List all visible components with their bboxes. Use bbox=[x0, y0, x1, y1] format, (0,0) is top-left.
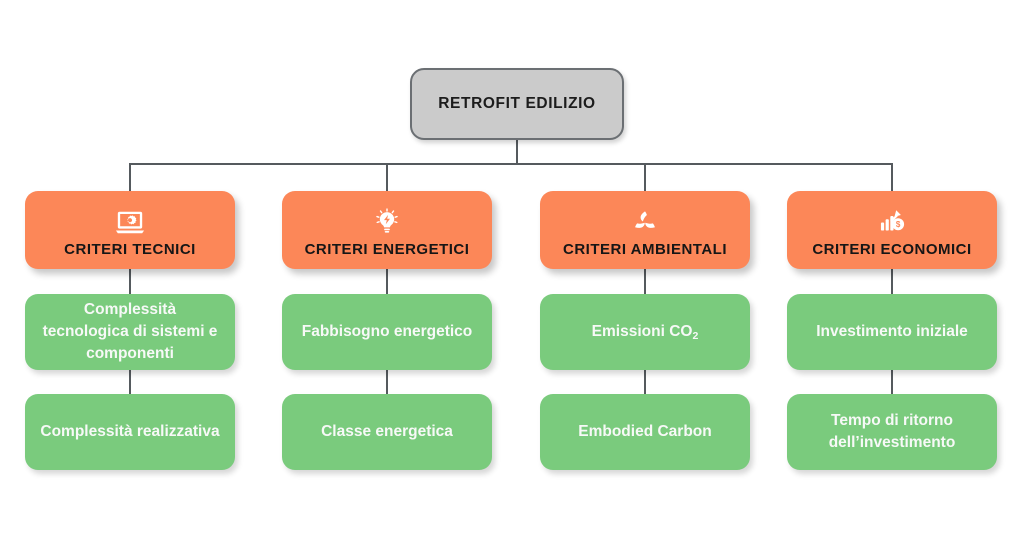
connector-bus-to-branch-4 bbox=[891, 163, 893, 191]
recycle-leaves-icon bbox=[630, 207, 660, 237]
connector-leaf-1-to-leaf-2-col-1 bbox=[129, 370, 131, 394]
branch-node-label: CRITERI AMBIENTALI bbox=[563, 240, 727, 258]
branch-node-label: CRITERI ENERGETICI bbox=[304, 240, 470, 258]
lightbulb-bolt-icon bbox=[372, 207, 402, 237]
root-node-label: RETROFIT EDILIZIO bbox=[438, 95, 596, 112]
leaf-node-classe-energetica[interactable]: Classe energetica bbox=[282, 394, 492, 470]
branch-node-criteri-economici[interactable]: $ CRITERI ECONOMICI bbox=[787, 191, 997, 269]
leaf-node-investimento-iniziale[interactable]: Investimento iniziale bbox=[787, 294, 997, 370]
leaf-node-label: Investimento iniziale bbox=[816, 323, 968, 340]
leaf-node-label: Embodied Carbon bbox=[578, 423, 712, 440]
connector-horizontal-bus bbox=[130, 163, 892, 165]
branch-node-label: CRITERI ECONOMICI bbox=[812, 240, 972, 258]
branch-node-criteri-ambientali[interactable]: CRITERI AMBIENTALI bbox=[540, 191, 750, 269]
leaf-node-label: Tempo di ritorno dell’investimento bbox=[828, 412, 956, 451]
branch-node-criteri-energetici[interactable]: CRITERI ENERGETICI bbox=[282, 191, 492, 269]
leaf-node-fabbisogno-energetico[interactable]: Fabbisogno energetico bbox=[282, 294, 492, 370]
svg-text:$: $ bbox=[896, 220, 901, 229]
connector-bus-to-branch-2 bbox=[386, 163, 388, 191]
leaf-node-label: Emissioni CO2 bbox=[578, 321, 713, 343]
leaf-node-complessita-tecnologica[interactable]: Complessità tecnologica di sistemi e com… bbox=[25, 294, 235, 370]
leaf-node-label: Complessità realizzativa bbox=[40, 423, 220, 440]
leaf-node-tempo-di-ritorno[interactable]: Tempo di ritorno dell’investimento bbox=[787, 394, 997, 470]
leaf-node-complessita-realizzativa[interactable]: Complessità realizzativa bbox=[25, 394, 235, 470]
leaf-node-label: Complessità tecnologica di sistemi e com… bbox=[42, 301, 218, 362]
branch-node-criteri-tecnici[interactable]: CRITERI TECNICI bbox=[25, 191, 235, 269]
connector-leaf-1-to-leaf-2-col-3 bbox=[644, 370, 646, 394]
laptop-gear-icon bbox=[115, 207, 145, 237]
connector-root-stem bbox=[516, 140, 518, 165]
connector-branch-4-to-leaf-1 bbox=[891, 268, 893, 294]
connector-branch-1-to-leaf-1 bbox=[129, 268, 131, 294]
connector-leaf-1-to-leaf-2-col-4 bbox=[891, 370, 893, 394]
root-node-retrofit-edilizio[interactable]: RETROFIT EDILIZIO bbox=[410, 68, 624, 140]
connector-bus-to-branch-3 bbox=[644, 163, 646, 191]
leaf-node-label: Fabbisogno energetico bbox=[301, 323, 473, 340]
leaf-node-label: Classe energetica bbox=[321, 423, 453, 440]
leaf-node-label-subscript: 2 bbox=[692, 330, 699, 342]
leaf-node-embodied-carbon[interactable]: Embodied Carbon bbox=[540, 394, 750, 470]
connector-branch-3-to-leaf-1 bbox=[644, 268, 646, 294]
leaf-node-emissioni-co2[interactable]: Emissioni CO2 bbox=[540, 294, 750, 370]
connector-leaf-1-to-leaf-2-col-2 bbox=[386, 370, 388, 394]
branch-node-label: CRITERI TECNICI bbox=[64, 240, 196, 258]
connector-bus-to-branch-1 bbox=[129, 163, 131, 191]
leaf-node-label-text: Emissioni CO bbox=[591, 323, 693, 340]
connector-branch-2-to-leaf-1 bbox=[386, 268, 388, 294]
growth-chart-money-icon: $ bbox=[877, 207, 907, 237]
